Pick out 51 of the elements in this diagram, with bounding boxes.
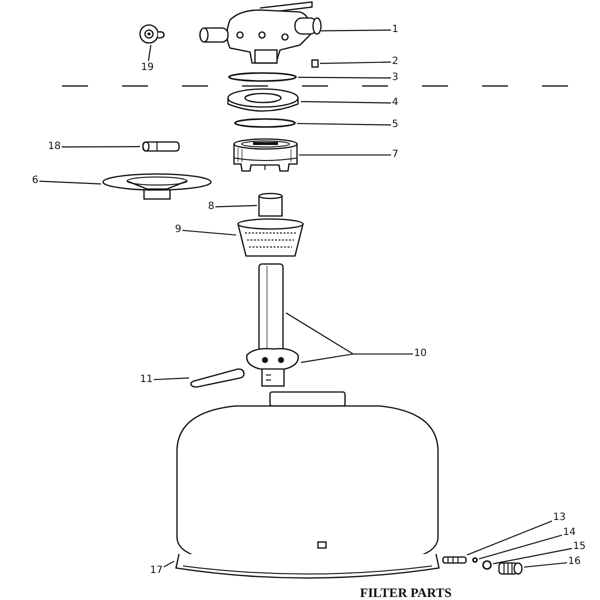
callout-number: 8 (208, 201, 214, 213)
callout-number: 15 (573, 541, 586, 553)
strainer-basket-drawing (237, 218, 304, 258)
o-ring-drawing (228, 72, 297, 82)
leader-line (320, 62, 391, 64)
leader-line (478, 534, 562, 560)
o-ring-drawing (234, 118, 296, 128)
callout-number: 1 (392, 24, 398, 36)
multiport-valve-drawing (200, 0, 320, 63)
caption: FILTER PARTS (360, 586, 452, 599)
leader-line (466, 520, 552, 556)
leader-line (492, 548, 572, 564)
collar-drawing (233, 138, 298, 172)
leader-line (215, 204, 258, 208)
small-o-ring-drawing (472, 557, 478, 563)
pipe-drawing (258, 193, 283, 217)
leader-line (62, 146, 140, 148)
callout-number: 4 (392, 97, 398, 109)
flange-drawing (226, 88, 300, 114)
callout-number: 5 (392, 119, 398, 131)
leader-line (154, 377, 190, 380)
leader-line (300, 353, 413, 363)
callout-number: 19 (141, 62, 154, 74)
diffuser-drawing (102, 173, 213, 200)
callout-number: 14 (563, 527, 576, 539)
callout-number: 16 (568, 556, 581, 568)
leader-line (148, 44, 152, 62)
lateral-hub-drawing (245, 347, 300, 387)
callout-number: 10 (414, 348, 427, 360)
drain-tube-drawing (442, 556, 467, 564)
leader-line (298, 76, 391, 79)
callout-number: 13 (553, 512, 566, 524)
callout-number: 7 (392, 149, 398, 161)
callout-number: 17 (150, 565, 163, 577)
ball-drawing (482, 560, 492, 570)
leader-line (163, 560, 174, 568)
callout-number: 6 (32, 175, 38, 187)
leader-line (301, 101, 391, 104)
drain-cap-drawing (498, 562, 523, 575)
callout-number: 2 (392, 56, 398, 68)
leader-line (299, 154, 391, 156)
plug-drawing (311, 59, 319, 68)
callout-number: 11 (140, 374, 153, 386)
callout-number: 18 (48, 141, 61, 153)
leader-line (39, 180, 102, 184)
callout-number: 9 (175, 224, 182, 236)
leader-line (182, 230, 236, 236)
pipe-fitting-drawing (141, 141, 181, 152)
callout-number: 3 (392, 72, 398, 84)
leader-line (297, 122, 391, 126)
leader-line (524, 562, 568, 568)
